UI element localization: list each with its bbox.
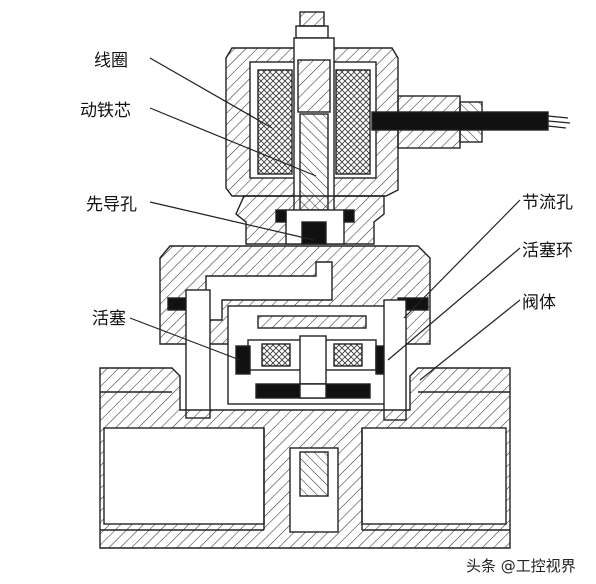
leader-lines	[129, 57, 521, 381]
label-coil: 线圈	[94, 51, 128, 71]
piston	[235, 315, 391, 385]
top-nut	[295, 11, 329, 39]
label-moving-core: 动铁芯	[80, 101, 131, 121]
label-valve-body: 阀体	[522, 293, 556, 313]
label-piston: 活塞	[92, 309, 126, 329]
side-passage	[185, 289, 407, 421]
cable-gland	[371, 95, 571, 149]
label-piston-ring: 活塞环	[522, 241, 573, 261]
watermark: 头条 @工控视界	[466, 557, 576, 575]
coil-winding-left	[257, 69, 293, 175]
bonnet-neck	[235, 195, 385, 245]
label-throttle-hole: 节流孔	[522, 193, 573, 213]
label-pilot-hole: 先导孔	[86, 195, 137, 215]
coil-winding-right	[335, 69, 371, 175]
valve-body	[99, 367, 511, 549]
seal-disc	[255, 383, 371, 399]
moving-iron-core	[293, 37, 335, 219]
